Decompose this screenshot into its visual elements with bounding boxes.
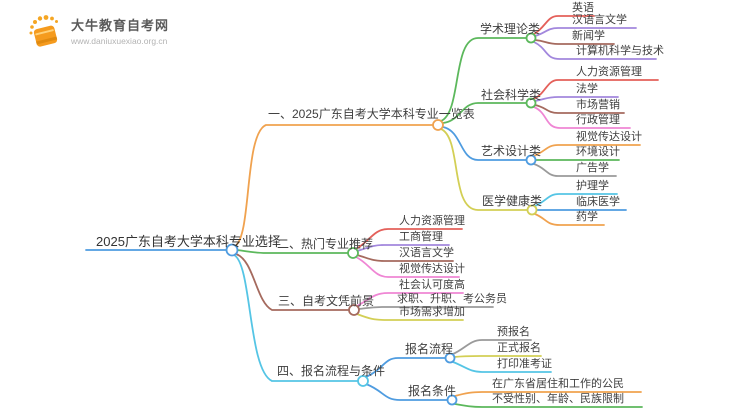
edge-cs xyxy=(533,41,657,60)
node-branch-diploma-prospect[interactable]: 三、自考文凭前景 xyxy=(278,294,375,308)
edge-journalism xyxy=(534,39,615,45)
edge-b4-process xyxy=(365,357,446,378)
leaf-pharmacy[interactable]: 药学 xyxy=(576,211,598,223)
edge-root-branch1 xyxy=(234,124,434,247)
leaf-pre-registration[interactable]: 预报名 xyxy=(497,326,530,338)
edge-residence xyxy=(454,391,642,397)
edge-marketing xyxy=(534,104,625,114)
edge-root-branch3 xyxy=(235,253,350,311)
leaf-print-admission-ticket[interactable]: 打印准考证 xyxy=(497,358,552,370)
edge-chinese-lang xyxy=(534,27,637,37)
edge-nursing xyxy=(534,193,618,207)
leaf-marketing[interactable]: 市场营销 xyxy=(576,99,620,111)
leaf-business-admin[interactable]: 工商管理 xyxy=(399,231,443,243)
node-branch-overview[interactable]: 一、2025广东自考大学本科专业一览表 xyxy=(268,107,475,121)
edge-b4-condition xyxy=(365,383,448,401)
handle-branch3[interactable] xyxy=(348,304,360,316)
edge-root-branch2 xyxy=(236,249,349,254)
leaf-career-uses[interactable]: 求职、升职、考公务员 xyxy=(397,293,507,305)
handle-branch4[interactable] xyxy=(357,375,369,387)
leaf-visual-design[interactable]: 视觉传达设计 xyxy=(576,131,642,143)
node-cat-social[interactable]: 社会科学类 xyxy=(481,88,542,102)
handle-academic[interactable] xyxy=(525,32,537,44)
edge-print-ticket xyxy=(452,361,552,373)
handle-root[interactable] xyxy=(225,243,239,257)
handle-branch1[interactable] xyxy=(432,119,444,131)
leaf-computer-science[interactable]: 计算机科学与技术 xyxy=(576,45,664,57)
leaf-no-restriction[interactable]: 不受性别、年龄、民族限制 xyxy=(492,393,624,405)
edge-advertising xyxy=(533,163,617,177)
leaf-chinese-language-2[interactable]: 汉语言文学 xyxy=(399,247,454,259)
edge-english xyxy=(533,15,595,35)
handle-social[interactable] xyxy=(525,97,537,109)
edge-pharmacy xyxy=(534,213,605,226)
leaf-nursing[interactable]: 护理学 xyxy=(576,180,609,192)
leaf-social-recognition[interactable]: 社会认可度高 xyxy=(399,279,465,291)
logo-title: 大牛教育自考网 xyxy=(71,17,170,33)
edge-hr2 xyxy=(355,228,463,250)
leaf-hr-management-2[interactable]: 人力资源管理 xyxy=(399,215,465,227)
edge-b1-academic xyxy=(440,37,527,122)
node-branch-registration[interactable]: 四、报名流程与条件 xyxy=(277,364,386,378)
leaf-law[interactable]: 法学 xyxy=(576,83,598,95)
leaf-environment-design[interactable]: 环境设计 xyxy=(576,146,620,158)
leaf-formal-registration[interactable]: 正式报名 xyxy=(497,342,541,354)
handle-process[interactable] xyxy=(444,352,456,364)
node-branch-hot-majors[interactable]: 二、热门专业推荐 xyxy=(277,237,374,251)
edge-no-restriction xyxy=(454,403,643,408)
edge-law xyxy=(534,96,619,102)
node-cat-medical[interactable]: 医学健康类 xyxy=(482,194,543,208)
leaf-market-demand[interactable]: 市场需求增加 xyxy=(399,306,465,318)
book-icon xyxy=(29,15,58,47)
handle-medical[interactable] xyxy=(526,204,538,216)
node-root[interactable]: 2025广东自考大学本科专业选择 xyxy=(96,234,281,249)
leaf-journalism[interactable]: 新闻学 xyxy=(572,30,605,42)
edge-formal-reg xyxy=(453,355,542,358)
edge-b1-medical xyxy=(440,128,528,211)
leaf-clinical-medicine[interactable]: 临床医学 xyxy=(576,196,620,208)
edge-visual2 xyxy=(355,256,460,278)
edge-b1-social xyxy=(442,102,527,124)
edge-root-branch4 xyxy=(233,254,359,382)
leaf-advertising[interactable]: 广告学 xyxy=(576,162,609,174)
leaf-hr-management[interactable]: 人力资源管理 xyxy=(576,66,642,78)
node-sub-reg-condition[interactable]: 报名条件 xyxy=(408,384,457,398)
edge-pre-reg xyxy=(452,339,532,355)
leaf-public-admin[interactable]: 行政管理 xyxy=(576,114,620,126)
leaf-visual-design-2[interactable]: 视觉传达设计 xyxy=(399,263,465,275)
handle-branch2[interactable] xyxy=(347,247,359,259)
leaf-residence-condition[interactable]: 在广东省居住和工作的公民 xyxy=(492,378,624,390)
node-cat-academic[interactable]: 学术理论类 xyxy=(480,22,541,36)
edge-admin xyxy=(533,106,631,129)
edge-chinese2 xyxy=(356,254,454,262)
handle-condition[interactable] xyxy=(446,394,458,406)
edge-business xyxy=(356,244,450,252)
edge-b1-art xyxy=(442,126,527,161)
node-cat-art[interactable]: 艺术设计类 xyxy=(481,144,542,158)
leaf-chinese-language[interactable]: 汉语言文学 xyxy=(572,14,627,26)
edge-career xyxy=(357,306,494,310)
edge-hr xyxy=(533,79,659,100)
handle-art[interactable] xyxy=(525,154,537,166)
leaf-english[interactable]: 英语 xyxy=(572,2,594,14)
edge-demand xyxy=(356,313,464,321)
site-logo[interactable]: 大牛教育自考网 www.daniuxuexiao.org.cn xyxy=(26,10,169,50)
node-sub-reg-process[interactable]: 报名流程 xyxy=(405,342,454,356)
logo-url: www.daniuxuexiao.org.cn xyxy=(71,35,168,46)
edge-recognition xyxy=(356,292,464,307)
edge-visual-design xyxy=(533,144,641,157)
